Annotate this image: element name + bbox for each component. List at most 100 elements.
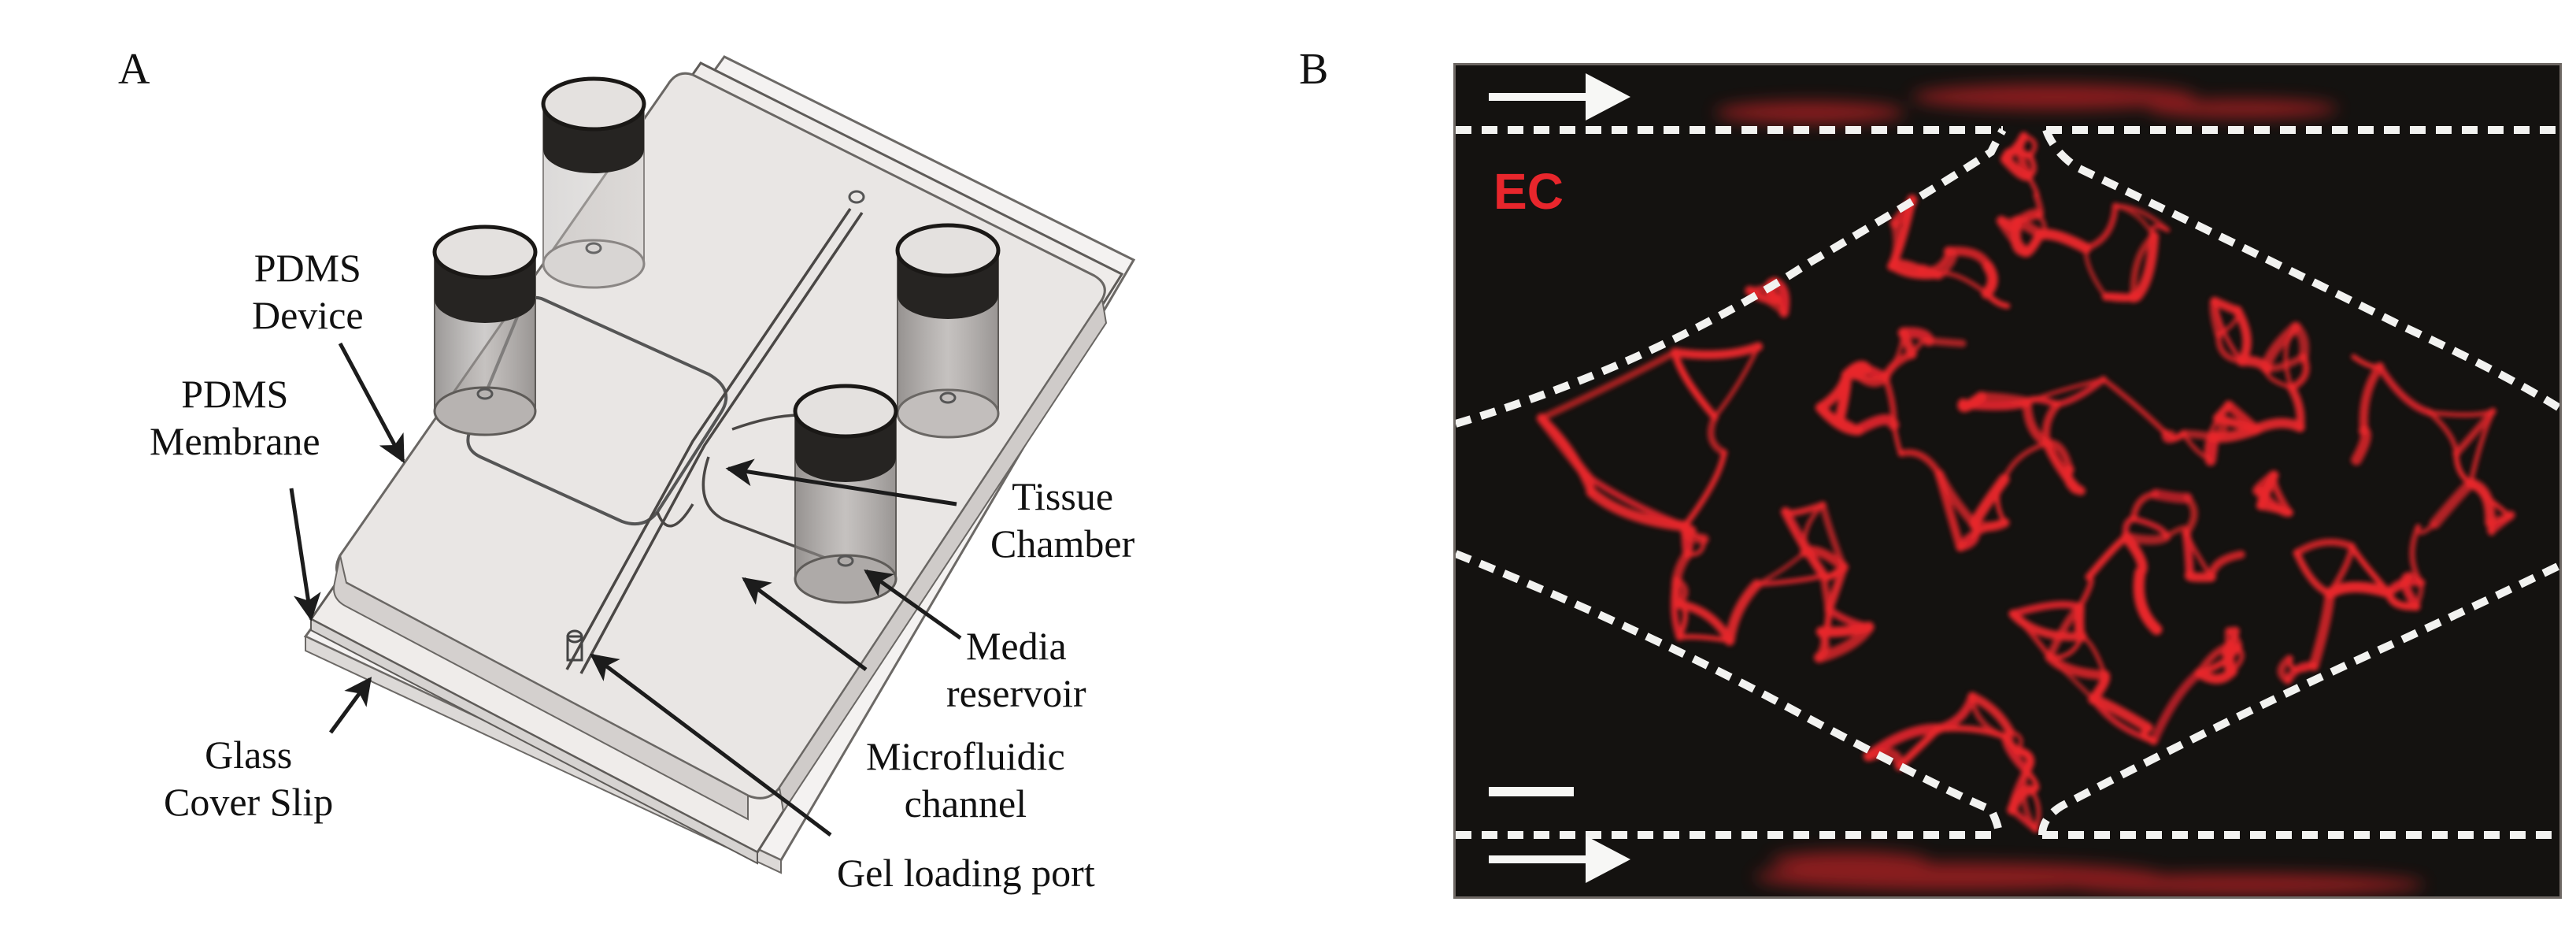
vessel-segment: [2223, 639, 2237, 677]
vessel-segment: [1682, 449, 1727, 529]
label-glass-cover-slip: Glass Cover Slip: [164, 731, 333, 826]
vessel-segment: [2204, 415, 2221, 463]
vessel-segment: [2042, 438, 2081, 492]
vessel-segment: [1897, 449, 1943, 477]
vessel-segment: [2113, 203, 2171, 232]
vessel-segment: [2076, 573, 2094, 610]
vessel-segment: [1852, 414, 1900, 436]
vessel-segment: [1983, 290, 2011, 310]
arrow-gel-loading-port: [590, 653, 832, 837]
reservoir-back-left: [541, 76, 646, 289]
vessel-segment: [2001, 733, 2031, 775]
vessel-segment: [2207, 550, 2245, 581]
vessel-segment: [1936, 271, 1989, 296]
vessel-segment: [1724, 579, 1762, 646]
vessel-segment: [1969, 693, 2009, 740]
label-line: Chamber: [990, 521, 1135, 566]
arrow-media-reservoir: [864, 569, 962, 640]
vessel-segment: [2385, 577, 2426, 597]
vessel-segment: [2100, 377, 2168, 436]
vessel-segment: [1819, 572, 1833, 614]
panel-a-letter: A: [118, 45, 150, 94]
vessel-segment: [2429, 477, 2476, 529]
vessel-segment: [2150, 488, 2193, 503]
vessel-segment: [2359, 362, 2385, 436]
vessel-segment: [2133, 566, 2163, 636]
label-line: channel: [904, 781, 1027, 826]
vessel-segment: [2283, 325, 2298, 390]
vessel-segment: [2426, 410, 2459, 457]
label-pdms-device: PDMS Device: [252, 244, 364, 339]
arrow-glass-cover-slip: [328, 677, 372, 734]
label-tissue-chamber: Tissue Chamber: [990, 473, 1134, 567]
vessel-segment: [1712, 344, 1761, 419]
arrow-pdms-device: [338, 342, 405, 464]
vessel-segment: [2293, 549, 2334, 598]
vessel-segment: [1671, 348, 1719, 421]
vessel-segment: [2182, 494, 2198, 537]
chamber-outline-top-right: [2042, 128, 2559, 412]
arrow-microfluidic-channel: [742, 577, 868, 672]
vessel-segment: [2287, 353, 2310, 391]
chamber-outline-bottom-left: [1456, 550, 2003, 836]
vessel-segment: [2263, 353, 2308, 373]
vessel-segment: [1882, 373, 1897, 429]
vessel-segment: [2214, 401, 2234, 423]
vessel-segment: [1675, 599, 1734, 645]
vessel-segment: [1863, 723, 1943, 762]
vessel-segment: [2351, 425, 2371, 466]
vessel-segment: [2045, 603, 2084, 662]
label-line: PDMS: [181, 372, 289, 416]
vessel-segment: [2467, 408, 2496, 486]
label-line: Tissue: [1012, 474, 1114, 518]
vessel-segment: [1671, 549, 1693, 609]
vessel-segment: [1887, 218, 1902, 271]
vessel-segment: [1976, 391, 2033, 408]
vessel-segment: [2149, 668, 2204, 745]
vessel-segment: [2376, 362, 2434, 416]
vessel-segment: [2182, 529, 2194, 580]
vessel-segment: [2008, 729, 2023, 753]
vessel-segment: [1834, 369, 1852, 424]
label-line: Gel loading port: [837, 851, 1095, 895]
label-media-reservoir: Media reservoir: [946, 622, 1086, 717]
vessel-segment: [2083, 246, 2108, 299]
vessel-segment: [1707, 414, 1728, 456]
vessel-segment: [1677, 634, 1733, 644]
panel-b-letter: B: [1299, 45, 1329, 94]
vessel-segment: [1933, 692, 1977, 733]
vessel-segment: [2452, 407, 2496, 458]
vessel-segment: [2131, 231, 2160, 302]
vessel-segment: [1670, 342, 1764, 360]
label-line: Device: [252, 293, 364, 337]
reservoir-back-right: [895, 223, 1001, 439]
vessel-segment: [2426, 408, 2496, 417]
label-line: Membrane: [150, 419, 320, 463]
arrow-tissue-chamber: [725, 458, 957, 506]
reservoir-front-left: [432, 224, 538, 436]
vessel-segment: [1774, 297, 1786, 316]
vessel-segment: [2015, 132, 2033, 180]
vessel-segment: [1924, 336, 1967, 347]
vessel-segment: [2034, 228, 2092, 254]
vessel-segment: [1891, 422, 1904, 456]
vessel-segment: [2088, 693, 2153, 733]
vessel-segment: [2130, 491, 2160, 522]
flow-arrow-bottom: [1489, 836, 1630, 883]
vessel-segment: [2079, 634, 2108, 677]
vessel-segment: [2308, 588, 2335, 671]
vessel-segment: [1536, 413, 1592, 480]
vessel-segment: [1967, 692, 2015, 736]
vessel-segment: [2001, 440, 2050, 482]
vessel-segment: [2251, 417, 2305, 435]
label-microfluidic-channel: Microfluidic channel: [866, 733, 1065, 827]
vessel-segment: [2409, 524, 2424, 586]
scale-bar: [1489, 787, 1574, 796]
panel-a-device-diagram: [289, 55, 1136, 874]
label-line: Microfluidic: [866, 734, 1065, 778]
vessel-segment: [1844, 373, 1888, 381]
gel-loading-port: [566, 629, 583, 662]
vessel-segment: [1888, 262, 1942, 280]
vessel-segment: [2041, 400, 2061, 447]
vessel-segment: [2293, 538, 2356, 557]
